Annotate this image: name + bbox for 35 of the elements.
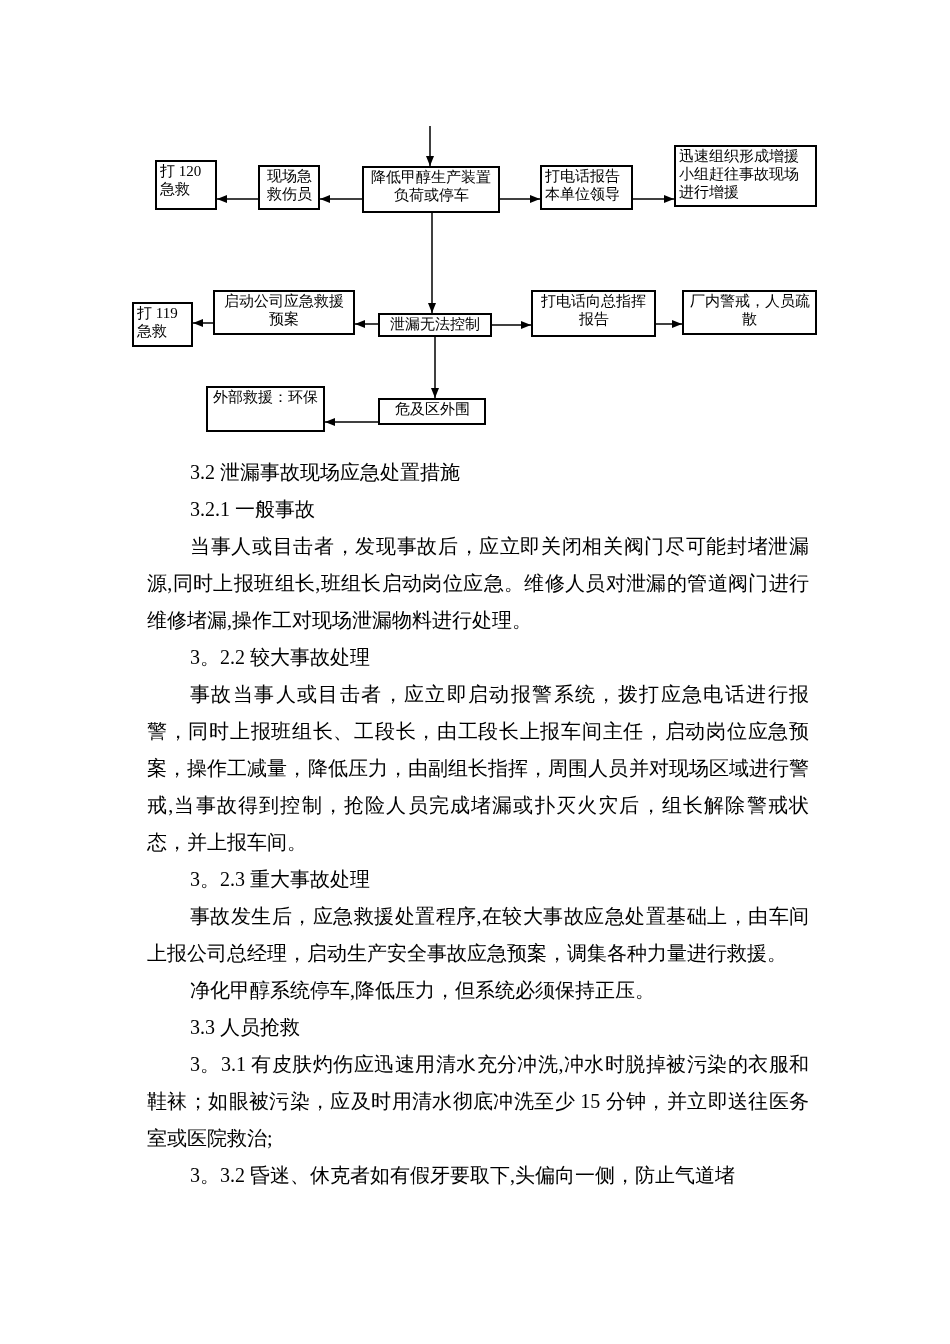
arrow [655,320,683,328]
arrow [216,195,259,203]
arrow [426,125,434,167]
process-box: 现场急救伤员 [258,165,320,210]
process-box: 打电话向总指挥报告 [531,290,656,337]
arrow [499,195,541,203]
paragraph: 3。3.2 昏迷、休克者如有假牙要取下,头偏向一侧，防止气道堵 [189,1163,736,1188]
paragraph: 3.3 人员抢救 [189,1015,301,1040]
arrow [192,319,214,327]
arrow [428,212,436,314]
process-box: 启动公司应急救援预案 [213,290,355,335]
process-box: 泄漏无法控制 [378,313,492,337]
process-box: 降低甲醇生产装置负荷或停车 [362,166,500,213]
process-box: 打电话报告本单位领导 [540,165,633,210]
process-box: 厂内警戒，人员疏散 [682,290,817,335]
paragraph: 3。3.1 有皮肤灼伤应迅速用清水充分冲洗,冲水时脱掉被污染的衣服和鞋袜；如眼被污染，应及时用清水彻底冲洗至少 15 分钟，并立即送往医务室或医院救治; [147,1052,809,1151]
process-box: 打 119 急救 [132,302,193,347]
arrow [431,336,439,399]
process-box: 迅速组织形成增援小组赶往事故现场进行增援 [674,145,817,207]
paragraph: 3.2 泄漏事故现场应急处置措施 [189,460,461,485]
paragraph: 净化甲醇系统停车,降低压力，但系统必须保持正压。 [189,978,656,1003]
arrow [632,195,675,203]
paragraph: 3。2.2 较大事故处理 [189,645,371,670]
arrow [324,418,379,426]
paragraph: 当事人或目击者，发现事故后，应立即关闭相关阀门尽可能封堵泄漏源,同时上报班组长,班组长启动岗位应急。维修人员对泄漏的管道阀门进行维修堵漏,操作工对现场泄漏物料进行处理。 [147,534,809,633]
paragraph: 事故当事人或目击者，应立即启动报警系统，拨打应急电话进行报警，同时上报班组长、工段长，由工段长上报车间主任，启动岗位应急预案，操作工减量，降低压力，由副组长指挥，周围人员并对现场区域进行警戒,当事故得到控制，抢险人员完成堵漏或扑灭火灾后，组长解除警戒状态，并上报车间。 [147,682,809,855]
arrow [491,321,532,329]
process-box: 打 120 急救 [155,160,217,210]
process-box: 危及区外围 [378,398,486,425]
paragraph: 3.2.1 一般事故 [189,497,316,522]
paragraph: 3。2.3 重大事故处理 [189,867,371,892]
process-box: 外部救援：环保 [206,386,325,432]
arrow [354,320,379,328]
arrow [319,195,363,203]
paragraph: 事故发生后，应急救援处置程序,在较大事故应急处置基础上，由车间上报公司总经理，启动生产安全事故应急预案，调集各种力量进行救援。 [147,904,809,966]
